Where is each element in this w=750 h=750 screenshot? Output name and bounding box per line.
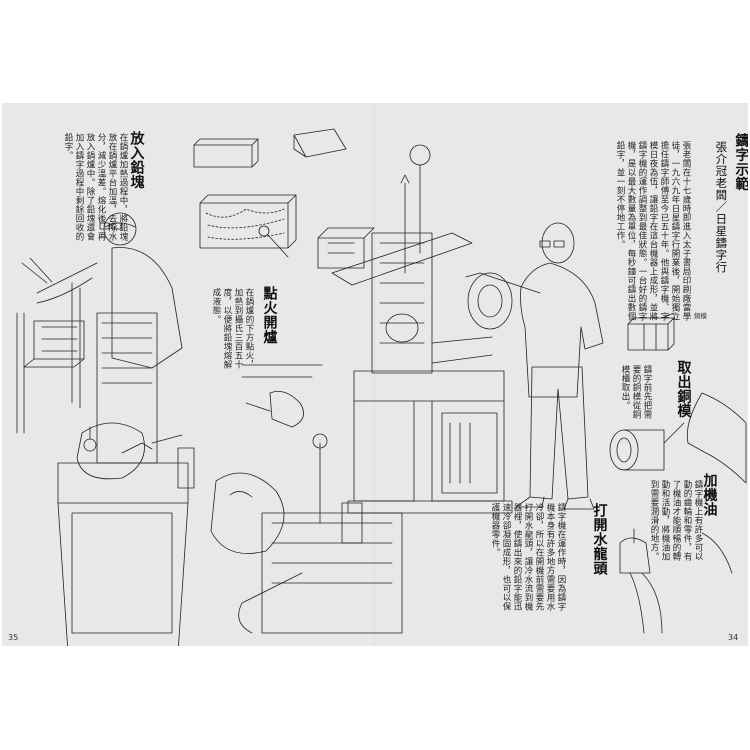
left-worker-illustration (16, 212, 195, 646)
standing-man-illustration (465, 222, 604, 510)
copper-mold-illustration (609, 392, 747, 484)
page-gutter (374, 103, 376, 646)
left-page-number: 35 (8, 633, 19, 642)
right-page-number: 34 (728, 633, 739, 642)
book-spread: 放入鉛塊 在鍋爐加熱過程中，將鉛塊放在鍋爐平台加溫，去除水分，減少溫差。熔化後，… (2, 103, 748, 646)
water-valve-body: 鑄字機在運作時，因為鑄字機本身有許多地方需要用水冷卻，所以在開機前需要先打開水龍… (490, 503, 566, 611)
ignite-body: 在鍋爐的下方點火，加熱到攝氏三百五十度，以便將鉛塊熔解成液態。 (211, 288, 254, 369)
demo-title: 鑄字示範 (733, 133, 749, 191)
mold-tray-illustration (627, 312, 675, 351)
add-oil-body: 鑄字機上有許多可以動的齒輪和零件，有了機油才能順暢的轉動和活動，將機油加到需要潤… (649, 480, 703, 561)
insert-lead-title: 放入鉛塊 (128, 131, 145, 189)
water-valve-illustration (210, 433, 403, 634)
insert-lead-body: 在鍋爐加熱過程中，將鉛塊放在鍋爐平台加溫，去除水分，減少溫差。熔化後，再放入鍋爐… (63, 133, 128, 241)
lead-ingots-illustration (193, 128, 347, 258)
remove-mold-title: 取出銅模 (675, 360, 692, 418)
demo-body: 張老闆在十七歲時即進入太子書局印刷廠當學徒，一九六九年日星鑄字行開業後，開始獨立… (615, 141, 691, 321)
ignite-title: 點火開爐 (261, 286, 278, 344)
demo-subtitle: 張介冠老闆／日星鑄字行 (714, 141, 729, 273)
remove-mold-body: 鑄字前先把需要的銅模從銅模櫃取出。 (620, 365, 652, 419)
water-valve-title: 打開水龍頭 (591, 503, 608, 576)
oil-can-illustration (619, 528, 733, 634)
ignite-hand-illustration (241, 364, 323, 428)
machine-illustrations (16, 128, 747, 646)
casting-machine-illustration (317, 144, 513, 514)
mold-tray-label: 銅模 (694, 312, 707, 320)
add-oil-title: 加機油 (701, 473, 718, 517)
